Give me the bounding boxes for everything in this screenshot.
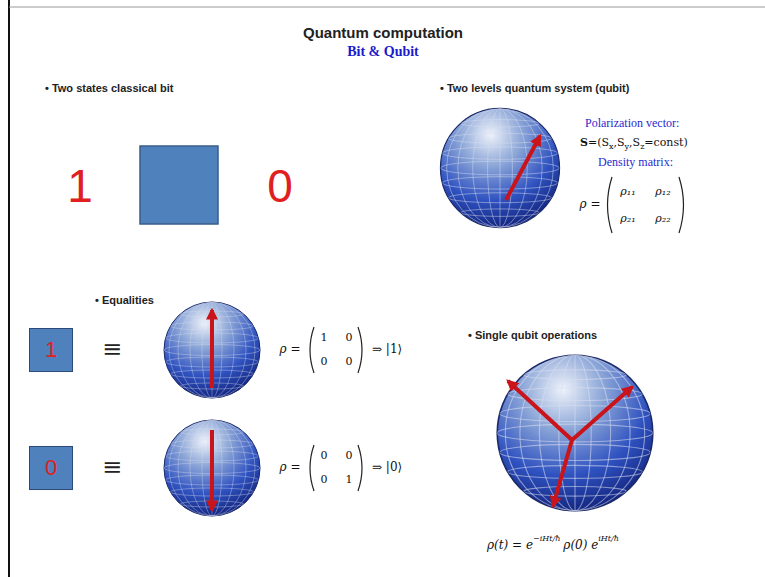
vector-formula: ,S — [614, 137, 625, 150]
ket-state: ⇒ |1⟩ — [372, 343, 402, 357]
matrix-entry: 1 — [321, 332, 328, 345]
matrix-entry: 1 — [346, 474, 353, 487]
bloch-sphere — [440, 108, 559, 227]
bit-square — [140, 146, 218, 224]
subscript: x — [609, 142, 614, 151]
matrix-entry: 0 — [321, 474, 328, 487]
slide-title: Quantum computation — [303, 24, 463, 41]
equivalence-sign: ≡ — [102, 454, 122, 482]
subscript: z — [640, 142, 644, 151]
matrix-symbol: ρ = — [280, 461, 301, 475]
bloch-sphere — [164, 420, 260, 516]
bloch-sphere — [497, 355, 653, 511]
bullet-heading: • Two levels quantum system (qubit) — [440, 82, 629, 95]
matrix-entry: 0 — [346, 450, 353, 463]
bit-box: 1 — [29, 328, 73, 372]
vector-formula: ,S — [629, 137, 640, 150]
vector-symbol: S — [580, 137, 588, 150]
evolution-formula: ρ(t) = e — [487, 539, 533, 553]
caption-text: Density matrix: — [598, 156, 673, 170]
superscript: −iHt/ħ — [533, 534, 560, 543]
matrix-entry: 0 — [321, 356, 328, 369]
ket-state: ⇒ |0⟩ — [372, 461, 402, 475]
bullet-heading: • Single qubit operations — [468, 329, 597, 342]
vector-formula: =(S — [588, 137, 609, 150]
bit-value: 1 — [67, 160, 93, 213]
bit-value: 1 — [45, 338, 57, 362]
bloch-sphere — [164, 302, 260, 398]
matrix-entry: ρ₂₂ — [655, 213, 670, 226]
equivalence-sign: ≡ — [102, 336, 122, 364]
matrix-symbol: ρ = — [580, 198, 601, 212]
matrix-symbol: ρ = — [280, 343, 301, 357]
bit-value: 0 — [45, 456, 57, 480]
slide-frame — [9, 7, 765, 8]
evolution-formula: ρ(0) e — [563, 539, 598, 553]
bit-value: 0 — [267, 160, 293, 213]
matrix-entry: ρ₂₁ — [620, 213, 635, 226]
matrix-entry: ρ₁₂ — [655, 186, 670, 199]
matrix-bracket — [310, 177, 684, 491]
matrix-entry: 0 — [346, 332, 353, 345]
slide-frame — [8, 0, 10, 577]
bullet-heading: • Equalities — [95, 294, 154, 307]
matrix-entry: 0 — [321, 450, 328, 463]
matrix-entry: ρ₁₁ — [620, 186, 635, 199]
vector-formula: =const) — [644, 137, 687, 150]
matrix-entry: 0 — [346, 356, 353, 369]
superscript: iHt/ħ — [598, 534, 619, 543]
bit-box: 0 — [29, 446, 73, 490]
subscript: y — [625, 142, 630, 151]
caption-text: Polarization vector: — [585, 117, 679, 131]
subtitle: Bit & Qubit — [347, 44, 419, 60]
bullet-heading: • Two states classical bit — [45, 82, 173, 95]
